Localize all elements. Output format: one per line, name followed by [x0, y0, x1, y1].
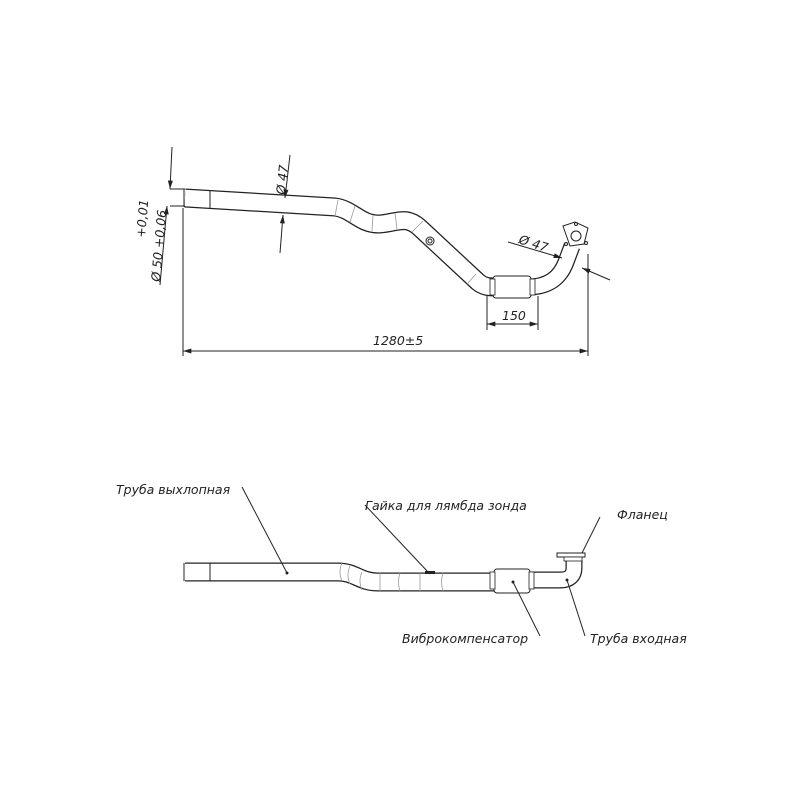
side-view-pipe: [183, 552, 586, 594]
side-view-leaders: Труба выхлопная Гайка для лямбда зонда Ф…: [116, 482, 687, 646]
label-vibration-compensator: Виброкомпенсатор: [402, 631, 528, 646]
lambda-nut-icon: [425, 236, 435, 246]
label-exhaust-pipe: Труба выхлопная: [116, 482, 231, 497]
label-lambda-nut: Гайка для лямбда зонда: [365, 498, 527, 513]
dim-pipe-diameter: Ø 47: [273, 164, 291, 196]
flange-shape: [562, 221, 589, 247]
dim-inlet-diameter: Ø 50 +0,06: [148, 209, 169, 283]
top-view-dimensions: Ø 50 +0,06 +0,01 Ø 47 Ø 47 150 1280±5: [133, 146, 611, 356]
dim-inlet-tolerance: +0,01: [133, 199, 151, 238]
label-flange: Фланец: [617, 507, 668, 522]
dim-flange-pipe-diameter: Ø 47: [516, 231, 550, 255]
label-inlet-pipe: Труба входная: [590, 631, 687, 646]
lambda-nut-marker: [425, 571, 435, 574]
dim-total-length: 1280±5: [373, 333, 423, 348]
vibration-compensator-shape: [492, 275, 532, 299]
top-view-pipe: [183, 188, 589, 299]
dim-compensator-length: 150: [502, 308, 526, 323]
